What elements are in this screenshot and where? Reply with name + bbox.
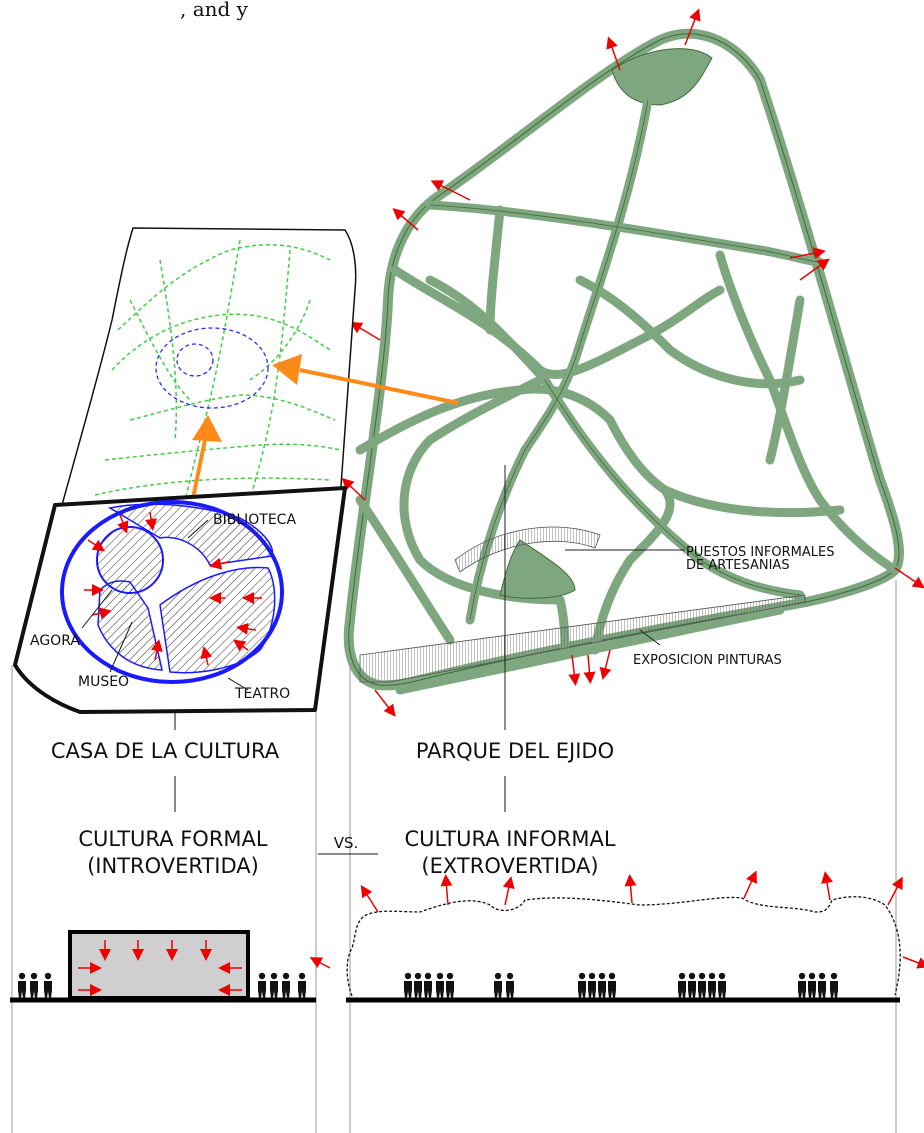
sketch-blue-oval [155,327,269,409]
person-silhouette-icon [506,972,514,998]
informal-cloud-outline [346,896,901,997]
top-caption: , and y [180,0,249,21]
person-silhouette-icon [588,972,596,998]
person-silhouette-icon [282,972,290,998]
person-silhouette-icon [298,972,306,998]
title-parque: PARQUE DEL EJIDO [416,739,614,763]
building-inward-arrows [78,940,242,996]
informal-section [346,870,924,1003]
informal-outward-arrows [360,870,924,969]
person-silhouette-icon [18,972,26,998]
label-teatro: TEATRO [234,686,290,702]
person-silhouette-icon [818,972,826,998]
label-vs: VS. [334,834,359,852]
park-outward-arrows [341,8,924,717]
park-central-plaza [499,539,576,599]
title-formal-2: (INTROVERTIDA) [87,854,259,878]
person-silhouette-icon [446,972,454,998]
person-silhouette-icon [30,972,38,998]
person-silhouette-icon [688,972,696,998]
agora-circle [96,526,164,594]
person-silhouette-icon [608,972,616,998]
orange-arrowhead-right [272,354,302,385]
person-silhouette-icon [404,972,412,998]
person-silhouette-icon [678,972,686,998]
person-silhouette-icon [808,972,816,998]
title-informal-1: CULTURA INFORMAL [404,827,615,851]
person-silhouette-icon [698,972,706,998]
person-silhouette-icon [414,972,422,998]
person-silhouette-icon [436,972,444,998]
label-museo: MUSEO [78,674,129,690]
label-puestos-2: DE ARTESANIAS [686,558,790,573]
person-silhouette-icon [258,972,266,998]
person-silhouette-icon [270,972,278,998]
person-silhouette-icon [494,972,502,998]
title-informal-2: (EXTROVERTIDA) [421,854,598,878]
person-silhouette-icon [798,972,806,998]
label-agora: AGORA [30,633,80,649]
puestos-informales-area [454,526,601,573]
casa-inward-arrows [84,511,262,666]
formal-section [10,930,331,1003]
person-silhouette-icon [424,972,432,998]
casa-de-la-cultura-plan [13,486,347,730]
person-silhouette-icon [598,972,606,998]
building-box [68,930,250,1000]
person-silhouette-icon [578,972,586,998]
person-silhouette-icon [718,972,726,998]
orange-arrowhead-up [192,415,222,442]
title-formal-1: CULTURA FORMAL [78,827,268,851]
label-biblioteca: BIBLIOTECA [213,512,296,528]
sketch-blue-circle [176,343,214,377]
guide-lines [11,580,897,1133]
park-outline [343,28,905,691]
label-puestos-1: PUESTOS INFORMALES [686,545,835,560]
parque-sketch [61,227,357,506]
parque-del-ejido-plan [343,28,905,730]
person-silhouette-icon [830,972,838,998]
park-top-plaza [611,48,713,106]
label-exposicion: EXPOSICION PINTURAS [633,653,782,668]
title-casa: CASA DE LA CULTURA [51,739,280,763]
exposicion-pinturas-area [359,594,806,683]
person-silhouette-icon [708,972,716,998]
people-silhouettes [18,972,838,998]
person-silhouette-icon [44,972,52,998]
